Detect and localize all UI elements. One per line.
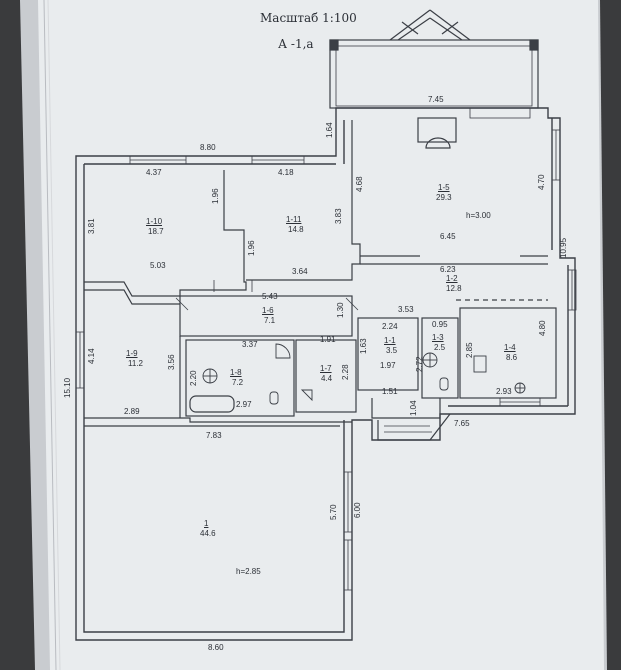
dim-r10-bottom: 5.03 xyxy=(150,261,166,270)
room-1-11-area: 14.8 xyxy=(288,225,304,234)
dim-r1-left: 1.63 xyxy=(359,338,368,354)
room-1-10-area: 18.7 xyxy=(148,227,164,236)
dim-r9-bottom: 2.89 xyxy=(124,407,140,416)
fireplace xyxy=(417,117,457,149)
dim-r1-top: 3.53 xyxy=(398,305,414,314)
room-1-5-area: 29.3 xyxy=(436,193,452,202)
dim-r5-right: 4.70 xyxy=(537,174,546,190)
dim-r3-left: 2.72 xyxy=(415,356,424,372)
room-1-6-number: 1-6 xyxy=(262,306,274,315)
room-1-7-area: 4.4 xyxy=(321,374,333,383)
dim-r7-width: 1.91 xyxy=(320,335,336,344)
room-1-4-number: 1-4 xyxy=(504,343,516,352)
dim-r9-inner-height: 3.56 xyxy=(167,354,176,370)
room-1-2-area: 12.8 xyxy=(446,284,462,293)
dim-r3-width: 0.95 xyxy=(432,320,448,329)
dim-r5-left: 4.68 xyxy=(355,176,364,192)
dim-r11-width: 4.18 xyxy=(278,168,294,177)
dim-step-height: 1.04 xyxy=(409,400,418,416)
room-1-area: 44.6 xyxy=(200,529,216,538)
room-1-8-number: 1-8 xyxy=(230,368,242,377)
room-1-3-number: 1-3 xyxy=(432,333,444,342)
dim-r8-height: 2.20 xyxy=(189,370,198,386)
dim-stair-gap: 1.64 xyxy=(325,122,334,138)
room-1-3-area: 2.5 xyxy=(434,343,446,352)
dim-r5-bottom: 6.45 xyxy=(440,232,456,241)
room-1-8-area: 7.2 xyxy=(232,378,244,387)
dim-top-wall: 8.80 xyxy=(200,143,216,152)
dim-right-total: 10.95 xyxy=(559,237,568,258)
room-1-10-number: 1-10 xyxy=(146,217,163,226)
room-1-1-number: 1-1 xyxy=(384,336,396,345)
drawing-scale: Масштаб 1:100 xyxy=(260,11,357,25)
dim-r1-bottom: 1.97 xyxy=(380,361,396,370)
room-1-7-number: 1-7 xyxy=(320,364,332,373)
dim-r1-width: 2.24 xyxy=(382,322,398,331)
room-1-5-number: 1-5 xyxy=(438,183,450,192)
room-1-4-area: 8.6 xyxy=(506,353,518,362)
dim-r10-height: 3.81 xyxy=(87,218,96,234)
dim-r10-width: 4.37 xyxy=(146,168,162,177)
dim-r6-height: 1.30 xyxy=(336,302,345,318)
bath-fixtures xyxy=(202,343,526,405)
dim-left-total: 15.10 xyxy=(63,377,72,398)
dim-big-room-outer: 6.00 xyxy=(353,502,362,518)
dim-r8-width: 3.37 xyxy=(242,340,258,349)
dim-r11-bottom: 3.64 xyxy=(292,267,308,276)
dim-r11-height: 3.83 xyxy=(334,208,343,224)
dim-big-room-height: 5.70 xyxy=(329,504,338,520)
bathtub xyxy=(189,395,235,413)
dim-r8-bottom: 2.97 xyxy=(236,400,252,409)
dim-r2-width: 6.23 xyxy=(440,265,456,274)
dim-terrace-width: 7.45 xyxy=(428,95,444,104)
room-1-number: 1 xyxy=(204,519,209,528)
room-1-9-number: 1-9 xyxy=(126,349,138,358)
windows xyxy=(75,107,577,591)
dimension-ticks xyxy=(175,280,359,330)
dim-r4-height: 4.80 xyxy=(538,320,547,336)
room-1-2-number: 1-2 xyxy=(446,274,458,283)
room-1-5-height: h=3.00 xyxy=(466,211,491,220)
room-1-11-number: 1-11 xyxy=(286,215,302,224)
dim-r6-width: 5.43 xyxy=(262,292,278,301)
terrace xyxy=(329,9,539,109)
room-1-6-area: 7.1 xyxy=(264,316,276,325)
dim-r4-left: 2.85 xyxy=(465,342,474,358)
room-1-9-area: 11.2 xyxy=(128,359,143,368)
dim-r11-inner: 1.96 xyxy=(247,240,256,256)
dim-big-room-top: 7.83 xyxy=(206,431,222,440)
dim-r9-height: 4.14 xyxy=(87,348,96,364)
dim-porch-width: 7.65 xyxy=(454,419,470,428)
dim-step-width: 1.51 xyxy=(382,387,398,396)
dim-r10-11-gap: 1.96 xyxy=(211,188,220,204)
dim-bottom-wall: 8.60 xyxy=(208,643,224,652)
room-1-1-area: 3.5 xyxy=(386,346,398,355)
sheet-label: А -1,а xyxy=(278,37,314,51)
room-1-height: h=2.85 xyxy=(236,567,261,576)
dim-r4-bottom: 2.93 xyxy=(496,387,512,396)
dim-r7-height: 2.28 xyxy=(341,364,350,380)
